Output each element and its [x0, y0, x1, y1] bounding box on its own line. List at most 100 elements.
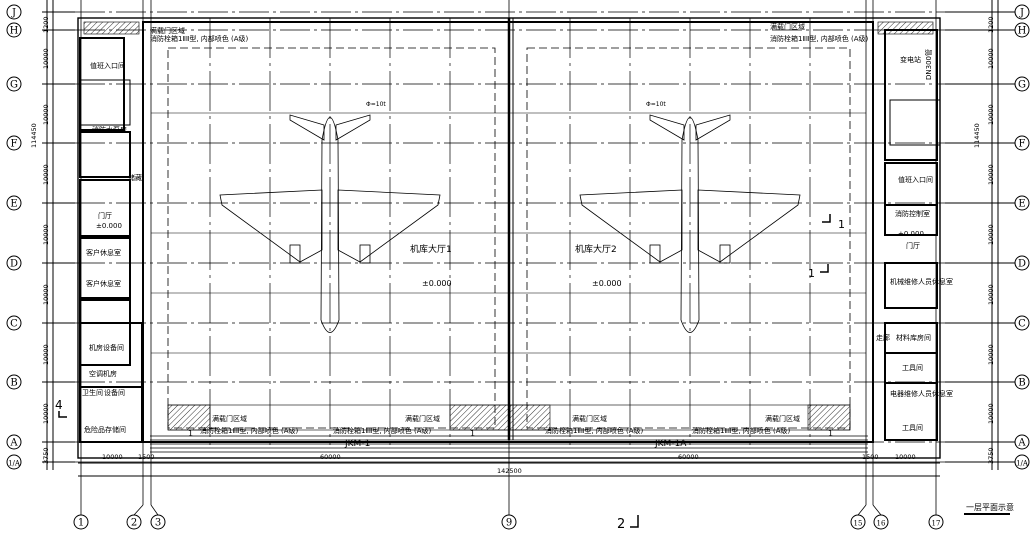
aircraft-outlines	[219, 114, 801, 333]
plane-weight-label: Φ=10t	[366, 101, 386, 108]
dim-total: 142500	[497, 467, 522, 475]
room-wall	[884, 382, 938, 441]
axis-label: 16	[877, 520, 886, 528]
pipe-label: DN300管	[924, 49, 933, 80]
room-label: 设备间	[104, 388, 125, 397]
axis-leader-line	[133, 504, 144, 516]
restroom-block	[79, 79, 131, 126]
dim-total: 114450	[973, 123, 981, 148]
door-hatch-zone	[83, 21, 140, 35]
axis-bubble	[850, 514, 866, 530]
dim-total: 114450	[30, 123, 38, 148]
axis-bubble	[6, 135, 22, 151]
dim-text: 10000	[987, 224, 995, 245]
door-zone-label: 满载门区域	[405, 414, 440, 423]
building-walls	[77, 17, 941, 459]
section-mark-1b: 1	[808, 267, 815, 280]
dim-text: 1200	[987, 16, 995, 33]
left-room-labels: 值班入口间 消防水泵房 储藏 门厅 ±0.000 客户休息室 客户休息室 机房设…	[82, 61, 142, 434]
axis-bubble	[1014, 22, 1030, 38]
axis-label: E	[10, 199, 17, 210]
bottom-dimensions: 10000 1500 60000 60000 1500 10000 142500	[102, 453, 916, 475]
door-zone-label: 满载门区域	[765, 414, 800, 423]
room-label: 卫生间	[82, 388, 103, 397]
axis-bubble	[6, 315, 22, 331]
axis-label: H	[10, 26, 19, 37]
axis-bubble	[6, 374, 22, 390]
axis-label: C	[1018, 319, 1026, 330]
axis-leader-line	[872, 504, 882, 516]
axis-label: 9	[506, 518, 512, 529]
axis-label: D	[1018, 259, 1026, 270]
dim-text: 60000	[320, 453, 341, 461]
dim-text: 10000	[42, 284, 50, 305]
axis-bubble	[6, 195, 22, 211]
section-mark-4: 4	[55, 398, 63, 412]
axis-label: D	[10, 259, 18, 270]
door-note: 消防栓箱1ⅡⅡ型, 内部喷色 (A级)	[692, 426, 791, 435]
hangar-1-label: 机库大厅1	[410, 243, 452, 255]
axis-label: G	[1018, 80, 1026, 91]
dim-text: 10000	[987, 284, 995, 305]
drawing-title: 一层平面示意	[966, 502, 1014, 512]
axis-bubble	[501, 514, 517, 530]
aircraft-wing	[337, 189, 441, 263]
axis-label: 2	[131, 518, 137, 529]
axis-label: J	[11, 8, 16, 19]
axis-label: H	[1018, 26, 1027, 37]
room-label: 走廊	[876, 333, 890, 342]
axis-label: 1	[78, 518, 84, 529]
room-label: 工具间	[902, 424, 923, 432]
axis-bubble	[1014, 4, 1030, 20]
top-zone-label: 满载门区域	[150, 26, 185, 35]
axis-bubble	[126, 514, 142, 530]
aircraft-tail	[649, 114, 731, 141]
dim-text: 1500	[138, 453, 155, 461]
dim-text: 10000	[42, 224, 50, 245]
hangar-2-elevation: ±0.000	[592, 279, 622, 288]
axis-bubble	[1014, 195, 1030, 211]
aircraft-engine	[359, 244, 371, 264]
axis-label: A	[9, 438, 18, 449]
hangar-2-boundary	[526, 47, 851, 429]
top-zone-label: 满载门区域	[770, 22, 805, 31]
room-label: 工具间	[902, 364, 923, 372]
axis-label: F	[11, 139, 18, 150]
axis-label: 17	[932, 520, 941, 528]
dim-text: 1500	[862, 453, 879, 461]
axis-leader-line	[150, 504, 159, 516]
axis-bubble	[1014, 434, 1030, 450]
door-hatch-zone	[877, 21, 934, 35]
aircraft-engine	[289, 244, 301, 264]
aircraft-engine	[649, 244, 661, 264]
hatch-mark: 1	[188, 429, 193, 438]
dim-text: 10000	[42, 104, 50, 125]
aircraft-wing	[697, 189, 801, 263]
room-label: 危险品存储间	[84, 425, 126, 434]
axis-bubble	[1014, 315, 1030, 331]
door-hatch-zone	[509, 404, 551, 431]
aircraft-wing	[579, 189, 683, 263]
room-label: ±0.000	[96, 222, 122, 230]
dim-text: 10000	[42, 403, 50, 424]
axis-label: C	[10, 319, 18, 330]
axis-bubble	[6, 76, 22, 92]
door-label-jkm-1: JKM-1	[344, 439, 370, 449]
dim-text: 10000	[987, 164, 995, 185]
room-label: 机房设备间	[89, 343, 124, 352]
dim-text: 10000	[895, 453, 916, 461]
room-label: 客户休息室	[86, 279, 121, 288]
room-wall	[79, 237, 131, 299]
room-label: 空调机房	[89, 369, 117, 378]
room-label: 电器维修人员休息室	[890, 389, 953, 398]
dim-text: 10000	[987, 344, 995, 365]
axis-bubble	[1014, 135, 1030, 151]
dim-text: 3750	[987, 447, 995, 464]
dim-text: 10000	[42, 164, 50, 185]
aircraft-fuselage	[320, 117, 340, 333]
axis-bubble	[6, 22, 22, 38]
axis-bubble	[73, 514, 89, 530]
room-label: 门厅	[906, 241, 920, 250]
axis-label: 3	[155, 518, 161, 529]
axis-label: B	[10, 378, 17, 389]
